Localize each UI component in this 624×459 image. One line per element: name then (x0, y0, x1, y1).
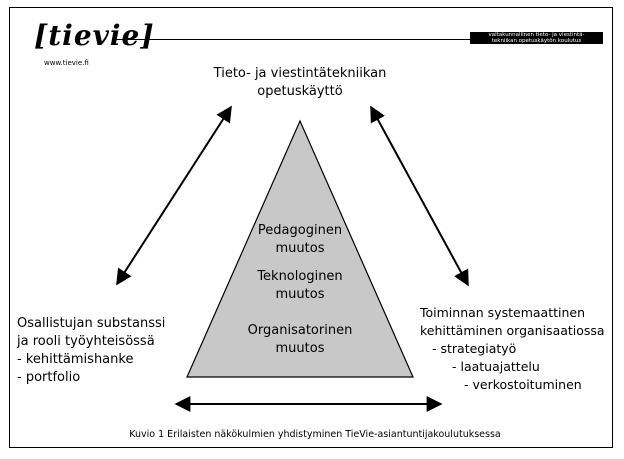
left-label-item: - kehittämishanke (17, 352, 134, 367)
logo-wordmark: [tievie] (34, 19, 155, 52)
left-label-line1: Osallistujan substanssi (17, 316, 166, 331)
right-label-item: - strategiatyö (432, 341, 517, 356)
top-label-line2: opetuskäyttö (257, 84, 343, 99)
triangle-label-technological: Teknologinen muutos (230, 268, 370, 304)
figure-caption: Kuvio 1 Erilaisten näkökulmien yhdistymi… (129, 429, 501, 440)
left-label-line2: ja rooli työyhteisössä (17, 334, 155, 349)
triangle-label-line1: Organisatorinen (247, 323, 353, 338)
logo-url: www.tievie.fi (44, 59, 89, 67)
triangle-label-line1: Teknologinen (257, 269, 343, 284)
triangle-label-pedagogical: Pedagoginen muutos (230, 222, 370, 258)
triangle-label-line2: muutos (275, 341, 325, 356)
triangle-label-line2: muutos (275, 287, 325, 302)
tievie-logo: [tievie] (34, 21, 154, 59)
right-label: Toiminnan systemaattinen kehittäminen or… (420, 304, 605, 394)
triangle-label-line1: Pedagoginen (257, 223, 343, 238)
triangle-label-organisational: Organisatorinen muutos (230, 322, 370, 358)
right-label-item: - laatuajattelu (452, 359, 540, 374)
top-label: Tieto- ja viestintätekniikan opetuskäytt… (200, 65, 400, 101)
left-label: Osallistujan substanssi ja rooli työyhte… (17, 315, 165, 387)
right-label-line1: Toiminnan systemaattinen (420, 305, 586, 320)
right-label-line2: kehittäminen organisaatiossa (420, 323, 605, 338)
left-double-arrow (116, 105, 232, 286)
header-badge-line1: valtakunnallinen tieto- ja viestintä- (488, 32, 585, 38)
right-double-arrow (370, 105, 469, 287)
center-triangle (186, 119, 414, 378)
triangle-label-line2: muutos (275, 241, 325, 256)
header-badge-line2: tekniikan opetuskäytön koulutus (491, 38, 582, 44)
header-rule (116, 39, 470, 40)
top-label-line1: Tieto- ja viestintätekniikan (213, 66, 387, 81)
header-badge: valtakunnallinen tieto- ja viestintä- te… (470, 32, 603, 44)
left-label-item: - portfolio (17, 370, 81, 385)
right-label-item: - verkostoituminen (464, 377, 582, 392)
